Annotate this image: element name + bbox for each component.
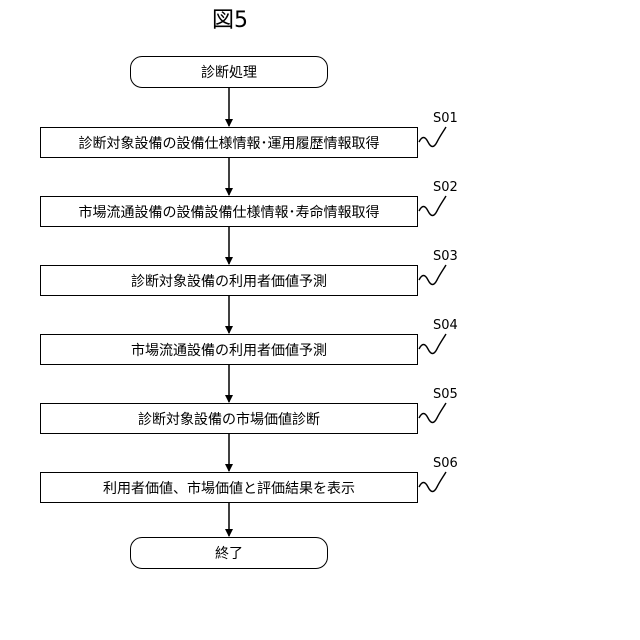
step-id-s01: S01 [433, 111, 458, 126]
process-step-s05: 診断対象設備の市場価値診断 [40, 403, 418, 434]
start-terminal-label: 診断処理 [201, 62, 257, 82]
process-step-label: 市場流通設備の利用者価値予測 [131, 340, 327, 360]
process-step-s02: 市場流通設備の設備設備仕様情報･寿命情報取得 [40, 196, 418, 227]
process-step-s06: 利用者価値、市場価値と評価結果を表示 [40, 472, 418, 503]
step-id-s04: S04 [433, 318, 458, 333]
leader-squiggle-s01 [419, 127, 446, 147]
process-step-label: 利用者価値、市場価値と評価結果を表示 [103, 478, 355, 498]
end-terminal-label: 終了 [215, 543, 243, 563]
end-terminal: 終了 [130, 537, 328, 569]
step-id-s05: S05 [433, 387, 458, 402]
leader-squiggle-s04 [419, 334, 446, 354]
leader-squiggle-s03 [419, 265, 446, 285]
step-id-s03: S03 [433, 249, 458, 264]
step-id-s02: S02 [433, 180, 458, 195]
process-step-label: 診断対象設備の市場価値診断 [138, 409, 320, 429]
leader-squiggle-s05 [419, 403, 446, 423]
process-step-label: 市場流通設備の設備設備仕様情報･寿命情報取得 [79, 202, 380, 222]
start-terminal: 診断処理 [130, 56, 328, 88]
leader-squiggle-s02 [419, 196, 446, 216]
process-step-label: 診断対象設備の設備仕様情報･運用履歴情報取得 [79, 133, 380, 153]
process-step-s04: 市場流通設備の利用者価値予測 [40, 334, 418, 365]
step-id-s06: S06 [433, 456, 458, 471]
process-step-s01: 診断対象設備の設備仕様情報･運用履歴情報取得 [40, 127, 418, 158]
process-step-s03: 診断対象設備の利用者価値予測 [40, 265, 418, 296]
leader-squiggle-s06 [419, 472, 446, 492]
process-step-label: 診断対象設備の利用者価値予測 [131, 271, 327, 291]
